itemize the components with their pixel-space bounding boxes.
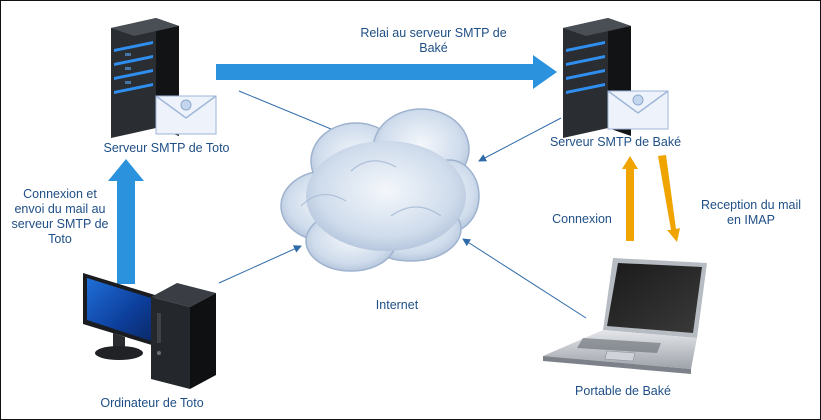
bake-laptop-icon — [543, 258, 707, 374]
bake-mail-envelope-icon — [607, 90, 669, 130]
laptop-to-internet-line — [462, 238, 587, 319]
imap-arrows — [622, 155, 680, 242]
label-bake-server: Serveur SMTP de Baké — [549, 135, 682, 149]
bake-server-to-internet-line — [478, 117, 562, 162]
computer-to-internet-line — [218, 245, 302, 284]
label-connect-send: Connexion et envoi du mail au serveur SM… — [11, 187, 109, 246]
label-reception: Reception du mail en IMAP — [700, 198, 802, 227]
label-toto-server: Serveur SMTP de Toto — [103, 141, 230, 155]
thin-connectors — [218, 90, 587, 319]
toto-mail-envelope-icon — [155, 95, 217, 135]
internet-cloud-icon — [280, 108, 480, 272]
label-laptop: Portable de Baké — [575, 384, 671, 398]
toto-computer-icon — [83, 273, 216, 389]
relay-arrow — [216, 55, 557, 89]
connexion-arrow — [622, 156, 638, 241]
label-relay: Relai au serveur SMTP de Baké — [360, 26, 507, 55]
send-arrow — [108, 159, 144, 284]
toto-server-to-internet-line — [238, 90, 349, 138]
label-connexion: Connexion — [552, 212, 612, 226]
label-internet: Internet — [375, 298, 419, 312]
toto-server-icon — [111, 18, 179, 138]
label-computer: Ordinateur de Toto — [100, 396, 204, 410]
reception-arrow — [658, 155, 680, 242]
